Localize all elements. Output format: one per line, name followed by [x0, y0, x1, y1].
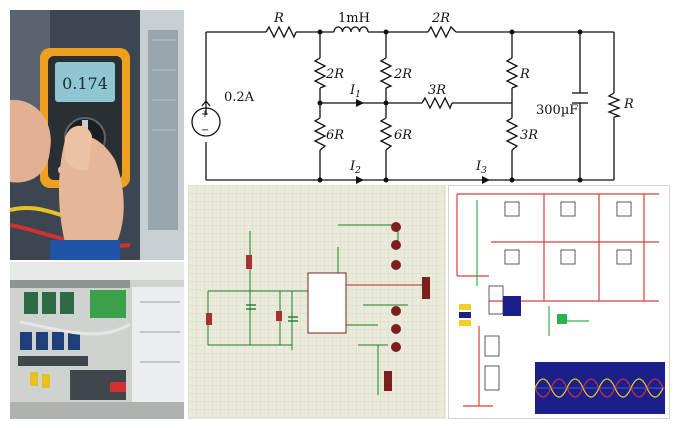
simulation-schematic-inverter — [448, 185, 670, 419]
source-minus: − — [201, 125, 209, 136]
label-2r-mid: 2R — [393, 67, 412, 82]
inverter-gauge — [503, 296, 521, 316]
label-6r-mid: 6R — [394, 128, 412, 143]
label-r-right: R — [519, 67, 530, 82]
label-r-far-right: R — [623, 97, 634, 112]
meter-reading: 0.174 — [62, 74, 108, 93]
label-2r-top: 2R — [431, 11, 450, 26]
label-current-2: I2 — [349, 159, 361, 176]
cabinet-illustration — [10, 262, 184, 419]
output-component — [384, 371, 392, 391]
multimeter-illustration: 0.174 — [10, 10, 184, 260]
simulation-schematic-mcu — [188, 185, 446, 419]
inverter-indicator — [557, 314, 567, 324]
label-current-3: I3 — [475, 159, 487, 176]
label-current-1: I1 — [349, 83, 361, 100]
circuit-schematic: + − 0.2A R 1mH 2R 2R 6R 2R 6R 3R R 3R 30… — [188, 0, 680, 185]
source-label: 0.2A — [224, 90, 255, 105]
microcontroller-chip — [307, 272, 347, 334]
label-3r-right: 3R — [520, 128, 538, 143]
multimeter-photo: 0.174 — [10, 10, 184, 260]
label-6r-left: 6R — [326, 128, 344, 143]
motor-component — [422, 277, 430, 299]
label-r-top: R — [273, 11, 284, 26]
electrical-cabinet-photo — [10, 262, 184, 419]
label-3r-bridge: 3R — [428, 83, 446, 98]
label-2r-left: 2R — [325, 67, 344, 82]
label-inductor: 1mH — [338, 11, 370, 26]
label-capacitor: 300µF — [536, 103, 578, 118]
meter-screen — [55, 62, 115, 102]
source-plus: + — [201, 109, 209, 120]
hand — [10, 99, 51, 183]
